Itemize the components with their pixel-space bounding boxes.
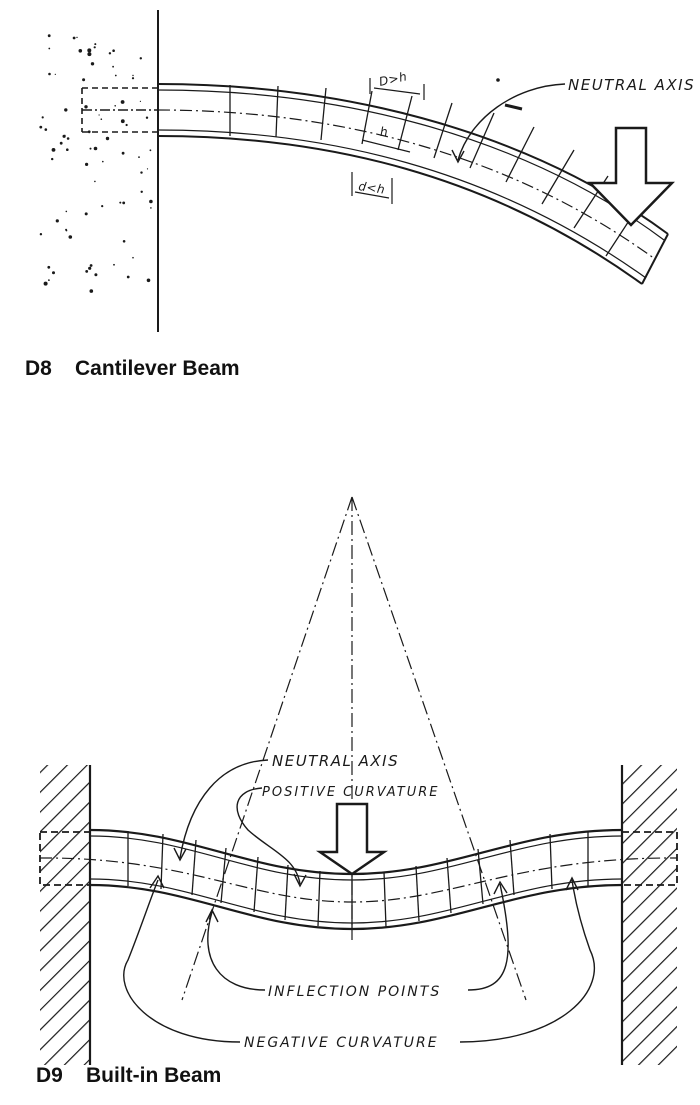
cantilever-bottom-edge xyxy=(157,135,643,285)
left-wall xyxy=(40,765,90,1065)
cantilever-load-arrow xyxy=(587,126,675,227)
dim-label-h: h xyxy=(380,125,388,139)
figure-caption-d9: D9 Built-in Beam xyxy=(36,1064,221,1088)
positive-curvature-label: POSITIVE CURVATURE xyxy=(262,785,439,800)
cantilever-figure: NEUTRAL AXIS D>h h d<h xyxy=(39,10,695,332)
figure-caption-d8: D8 Cantilever Beam xyxy=(25,357,240,381)
dim-label-d-greater-h: D>h xyxy=(378,69,409,89)
built-in-neutral-axis-label: NEUTRAL AXIS xyxy=(272,752,399,770)
cantilever-free-end xyxy=(641,233,669,285)
cantilever-section-lines xyxy=(229,85,641,257)
cantilever-neutral-axis-leader xyxy=(457,83,566,161)
negative-curvature-label: NEGATIVE CURVATURE xyxy=(244,1035,439,1051)
concrete-speckle xyxy=(39,34,153,293)
inflection-points-label: INFLECTION POINTS xyxy=(268,984,441,1000)
dim-label-d-less-h: d<h xyxy=(358,179,386,197)
right-wall xyxy=(622,765,677,1065)
figure-title-d8: Cantilever Beam xyxy=(75,357,240,380)
built-in-construction-lines xyxy=(181,496,527,1001)
figure-number-d8: D8 xyxy=(25,357,52,380)
figure-number-d9: D9 xyxy=(36,1064,63,1087)
cantilever-top-edge xyxy=(157,83,669,235)
cantilever-neutral-axis-label: NEUTRAL AXIS xyxy=(568,76,695,94)
cantilever-neutral-axis-line xyxy=(157,109,656,260)
cantilever-embedded-end xyxy=(81,87,158,133)
cantilever-dimension-marks xyxy=(351,78,425,204)
built-in-load-arrow xyxy=(315,802,389,876)
figure-title-d9: Built-in Beam xyxy=(86,1064,222,1087)
built-in-leaders xyxy=(123,759,596,1043)
built-in-figure: NEUTRAL AXIS POSITIVE CURVATURE INFLECTI… xyxy=(39,496,678,1065)
